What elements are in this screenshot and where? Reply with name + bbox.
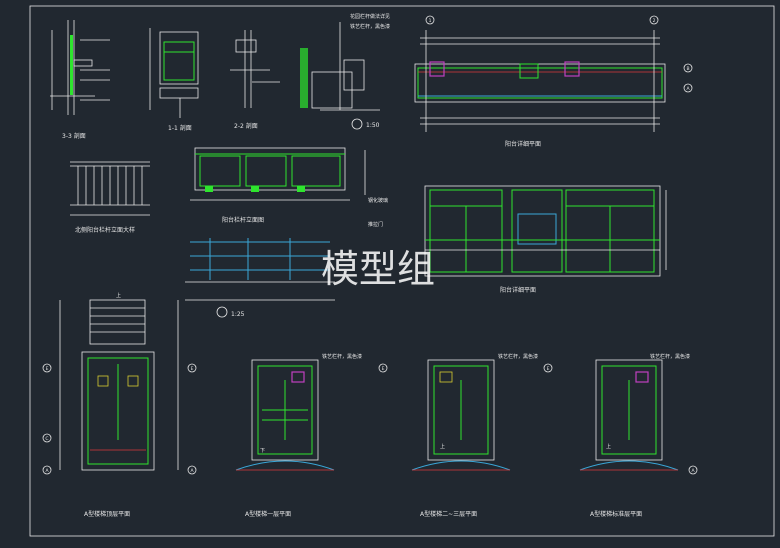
balcony-elevation-windows: 钢化玻璃 推拉门 阳台详细平面 [368, 185, 667, 294]
caption-balcony-railing-elev: 阳台栏杆立面图 [222, 216, 264, 224]
stair-roof-up: 上 [116, 292, 121, 299]
section-2-2-detail: 2-2 剖面 [230, 30, 280, 130]
stair-1f-down: 下 [260, 448, 265, 454]
note-top-2: 铁艺栏杆，黑色漆 [350, 23, 390, 30]
railing-detail-1-25: 1:25 [185, 238, 335, 318]
caption-section-1-1: 1-1 剖面 [168, 124, 192, 132]
axis-a-right: A [190, 468, 194, 474]
drawing-frame [29, 5, 775, 537]
caption-stair-23: A型楼梯二~三层平面 [420, 510, 477, 518]
caption-stair-std: A型楼梯标准层平面 [590, 510, 642, 518]
caption-stair-1f: A型楼梯一层平面 [245, 510, 291, 518]
axis-e-23: E [382, 366, 385, 372]
caption-section-3-3: 3-3 剖面 [62, 132, 86, 140]
caption-balcony-plan: 阳台详细平面 [505, 140, 541, 148]
axis-a-left: A [45, 468, 49, 474]
axis-top-1: 1 [429, 18, 432, 24]
stair-23-handrail-note: 铁艺栏杆，黑色漆 [498, 353, 538, 360]
axis-e-left: E [46, 366, 49, 372]
note-glass: 钢化玻璃 [368, 197, 388, 204]
scale-1-50: 1:50 [366, 122, 380, 129]
caption-balcony-elevation: 阳台详细平面 [500, 286, 536, 294]
axis-c-left: C [45, 436, 48, 442]
scale-1-25: 1:25 [231, 311, 245, 318]
balcony-detailed-plan: 阳台详细平面 [414, 30, 666, 148]
axis-a-std: A [691, 468, 695, 474]
stair-1f-handrail-note: 铁艺栏杆，黑色漆 [322, 353, 362, 360]
stair-plan-first-floor: 下 铁艺栏杆，黑色漆 A型楼梯一层平面 [235, 353, 362, 518]
north-balcony-railing: 北侧阳台栏杆立面大样 [70, 161, 150, 234]
scale-marker-1-50: 1:50 [351, 118, 380, 130]
note-door: 推拉门 [368, 221, 383, 228]
axis-right-a: A [686, 86, 690, 92]
stair-plan-second-third: 上 铁艺栏杆，黑色漆 A型楼梯二~三层平面 [411, 353, 538, 518]
balcony-railing-glass-elevation: 阳台栏杆立面图 [190, 147, 366, 224]
caption-section-2-2: 2-2 剖面 [234, 122, 258, 130]
stair-plan-standard: 上 铁艺栏杆，黑色漆 A型楼梯标准层平面 [579, 353, 690, 518]
axis-e-std: E [547, 366, 550, 372]
section-1-1-detail: 1-1 剖面 [149, 28, 199, 132]
stair-plan-roof: 上 A型楼梯顶层平面 [59, 292, 179, 518]
caption-stair-roof: A型楼梯顶层平面 [84, 510, 130, 518]
section-3-3-detail: 3-3 剖面 [50, 20, 110, 140]
stair-std-handrail-note: 铁艺栏杆，黑色漆 [650, 353, 690, 360]
note-top-1: 花园栏杆做法详见 [350, 13, 390, 20]
wall-detail-green: 花园栏杆做法详见 铁艺栏杆，黑色漆 [300, 13, 390, 111]
watermark-text: 模型组 [321, 247, 435, 291]
stair-std-up: 上 [606, 443, 611, 450]
caption-north-balcony-rail: 北侧阳台栏杆立面大样 [75, 226, 135, 234]
axis-top-2: 2 [653, 18, 656, 24]
axis-e-right: E [191, 366, 194, 372]
axis-bubbles: E C A E A E E A 1 2 B A [42, 15, 698, 475]
axis-right-b: B [686, 66, 689, 72]
stair-23-up: 上 [440, 443, 445, 450]
